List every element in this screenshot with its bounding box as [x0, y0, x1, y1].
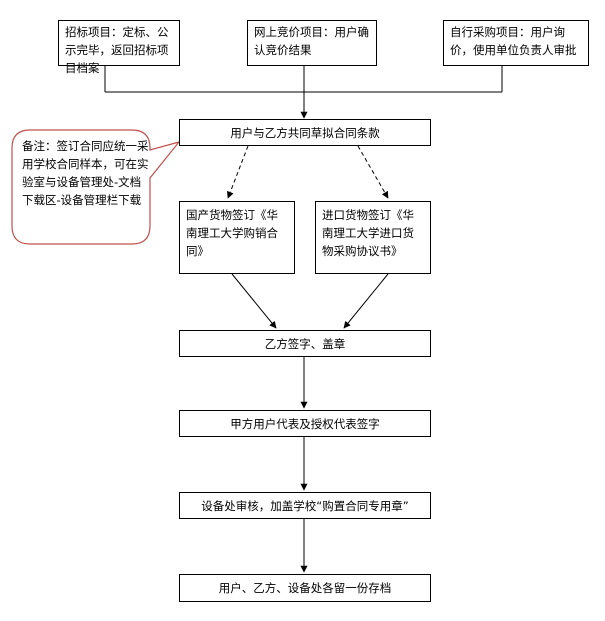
draft-contract-box: 用户与乙方共同草拟合同条款: [179, 119, 431, 146]
party-a-sign-box: 甲方用户代表及授权代表签字: [179, 410, 431, 437]
dashed-arrow-domestic: [226, 145, 249, 199]
equipment-review-box: 设备处审核，加盖学校“购置合同专用章”: [179, 492, 431, 519]
dashed-arrow-imported: [357, 145, 389, 199]
self-purchase-project-box: 自行采购项目：用户询价，使用单位负责人审批: [443, 20, 589, 66]
arrow-domestic-to-sign: [231, 273, 277, 329]
imported-goods-box: 进口货物签订《华南理工大学进口货物采购协议书》: [315, 201, 431, 274]
note-text: 备注：签订合同应统一采用学校合同样本，可在实验室与设备管理处-文档下载区-设备管…: [22, 139, 149, 207]
online-bid-project-box: 网上竞价项目：用户确认竞价结果: [247, 20, 377, 66]
archive-box: 用户、乙方、设备处各留一份存档: [179, 574, 431, 602]
arrow-imported-to-sign: [343, 273, 389, 329]
note-callout: [11, 129, 181, 245]
domestic-goods-box: 国产货物签订《华南理工大学购销合同》: [179, 201, 295, 274]
tender-project-box: 招标项目：定标、公示完毕，返回招标项目档案: [58, 20, 180, 75]
party-b-sign-box: 乙方签字、盖章: [179, 330, 431, 357]
